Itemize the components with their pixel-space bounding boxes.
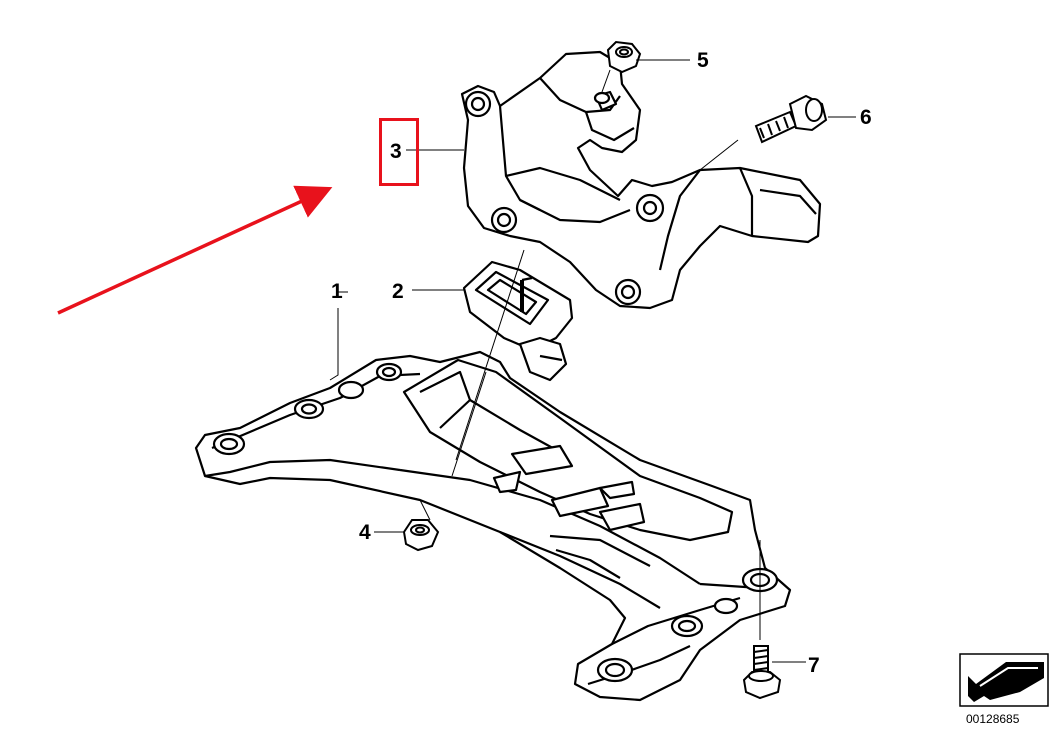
callout-4: 4 (359, 521, 371, 544)
callout-6: 6 (860, 106, 872, 129)
crossmember-part (194, 350, 792, 702)
callout-1: 1 (331, 280, 343, 303)
annotation-arrow (57, 185, 333, 315)
callout-7: 7 (808, 654, 820, 677)
arrow-into-box-icon (959, 653, 1049, 707)
bolt-part-7 (742, 645, 782, 700)
leader-lines (329, 59, 856, 663)
mount-bracket-part (460, 50, 822, 310)
nut-part-5 (606, 40, 642, 74)
callout-3-highlight (379, 118, 419, 186)
callout-2: 2 (392, 280, 404, 303)
nut-part-4 (402, 519, 440, 552)
callout-5: 5 (697, 49, 709, 72)
rubber-mount-part (462, 260, 574, 382)
reference-code: 00128685 (966, 712, 1020, 726)
bolt-part-6 (754, 94, 828, 144)
callout-3: 3 (390, 140, 402, 163)
